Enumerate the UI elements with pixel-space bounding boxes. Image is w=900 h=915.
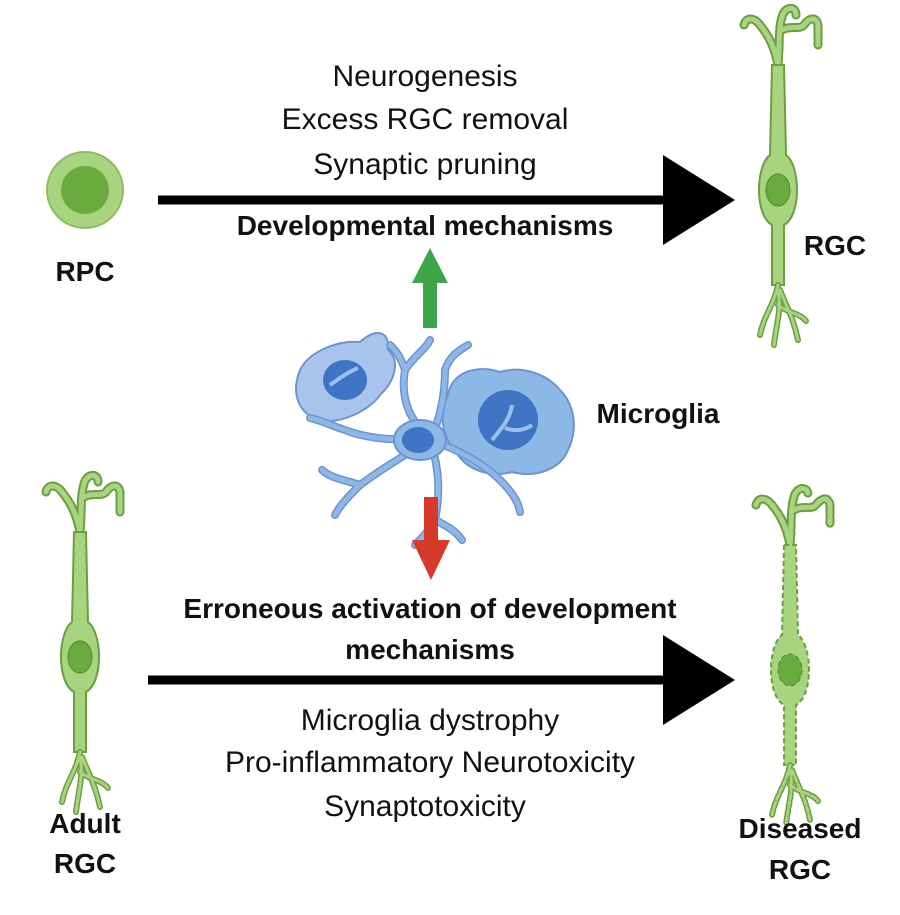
effect-pro-inflammatory-neurotoxicity: Pro-inflammatory Neurotoxicity — [224, 746, 636, 779]
diseased-rgc-label: Diseased — [738, 813, 862, 844]
adult-rgc-neuron — [46, 475, 120, 812]
rgc-label: RGC — [803, 230, 867, 261]
mechanism-neurogenesis: Neurogenesis — [332, 60, 518, 93]
effect-synaptotoxicity: Synaptotoxicity — [324, 790, 526, 823]
diseased-rgc-label-line2: RGC — [768, 854, 832, 885]
adult-rgc-label-line2: RGC — [53, 848, 117, 879]
microglia-cluster — [295, 332, 575, 549]
erroneous-activation-heading: Erroneous activation of development — [183, 593, 677, 624]
effect-microglia-dystrophy: Microglia dystrophy — [300, 704, 560, 737]
down-arrow — [412, 497, 450, 580]
erroneous-activation-heading-line2: mechanisms — [345, 634, 515, 665]
rgc-neuron — [744, 8, 818, 345]
rpc-label: RPC — [55, 256, 115, 287]
diseased-rgc-neuron — [756, 488, 830, 825]
microglia-label: Microglia — [596, 398, 720, 429]
mechanism-synaptic-pruning: Synaptic pruning — [313, 148, 537, 181]
adult-rgc-label: Adult — [49, 808, 121, 839]
up-arrow — [412, 248, 448, 328]
rpc-cell — [46, 151, 124, 229]
mechanism-excess-rgc-removal: Excess RGC removal — [281, 103, 569, 136]
developmental-mechanisms-heading: Developmental mechanisms — [236, 210, 614, 241]
